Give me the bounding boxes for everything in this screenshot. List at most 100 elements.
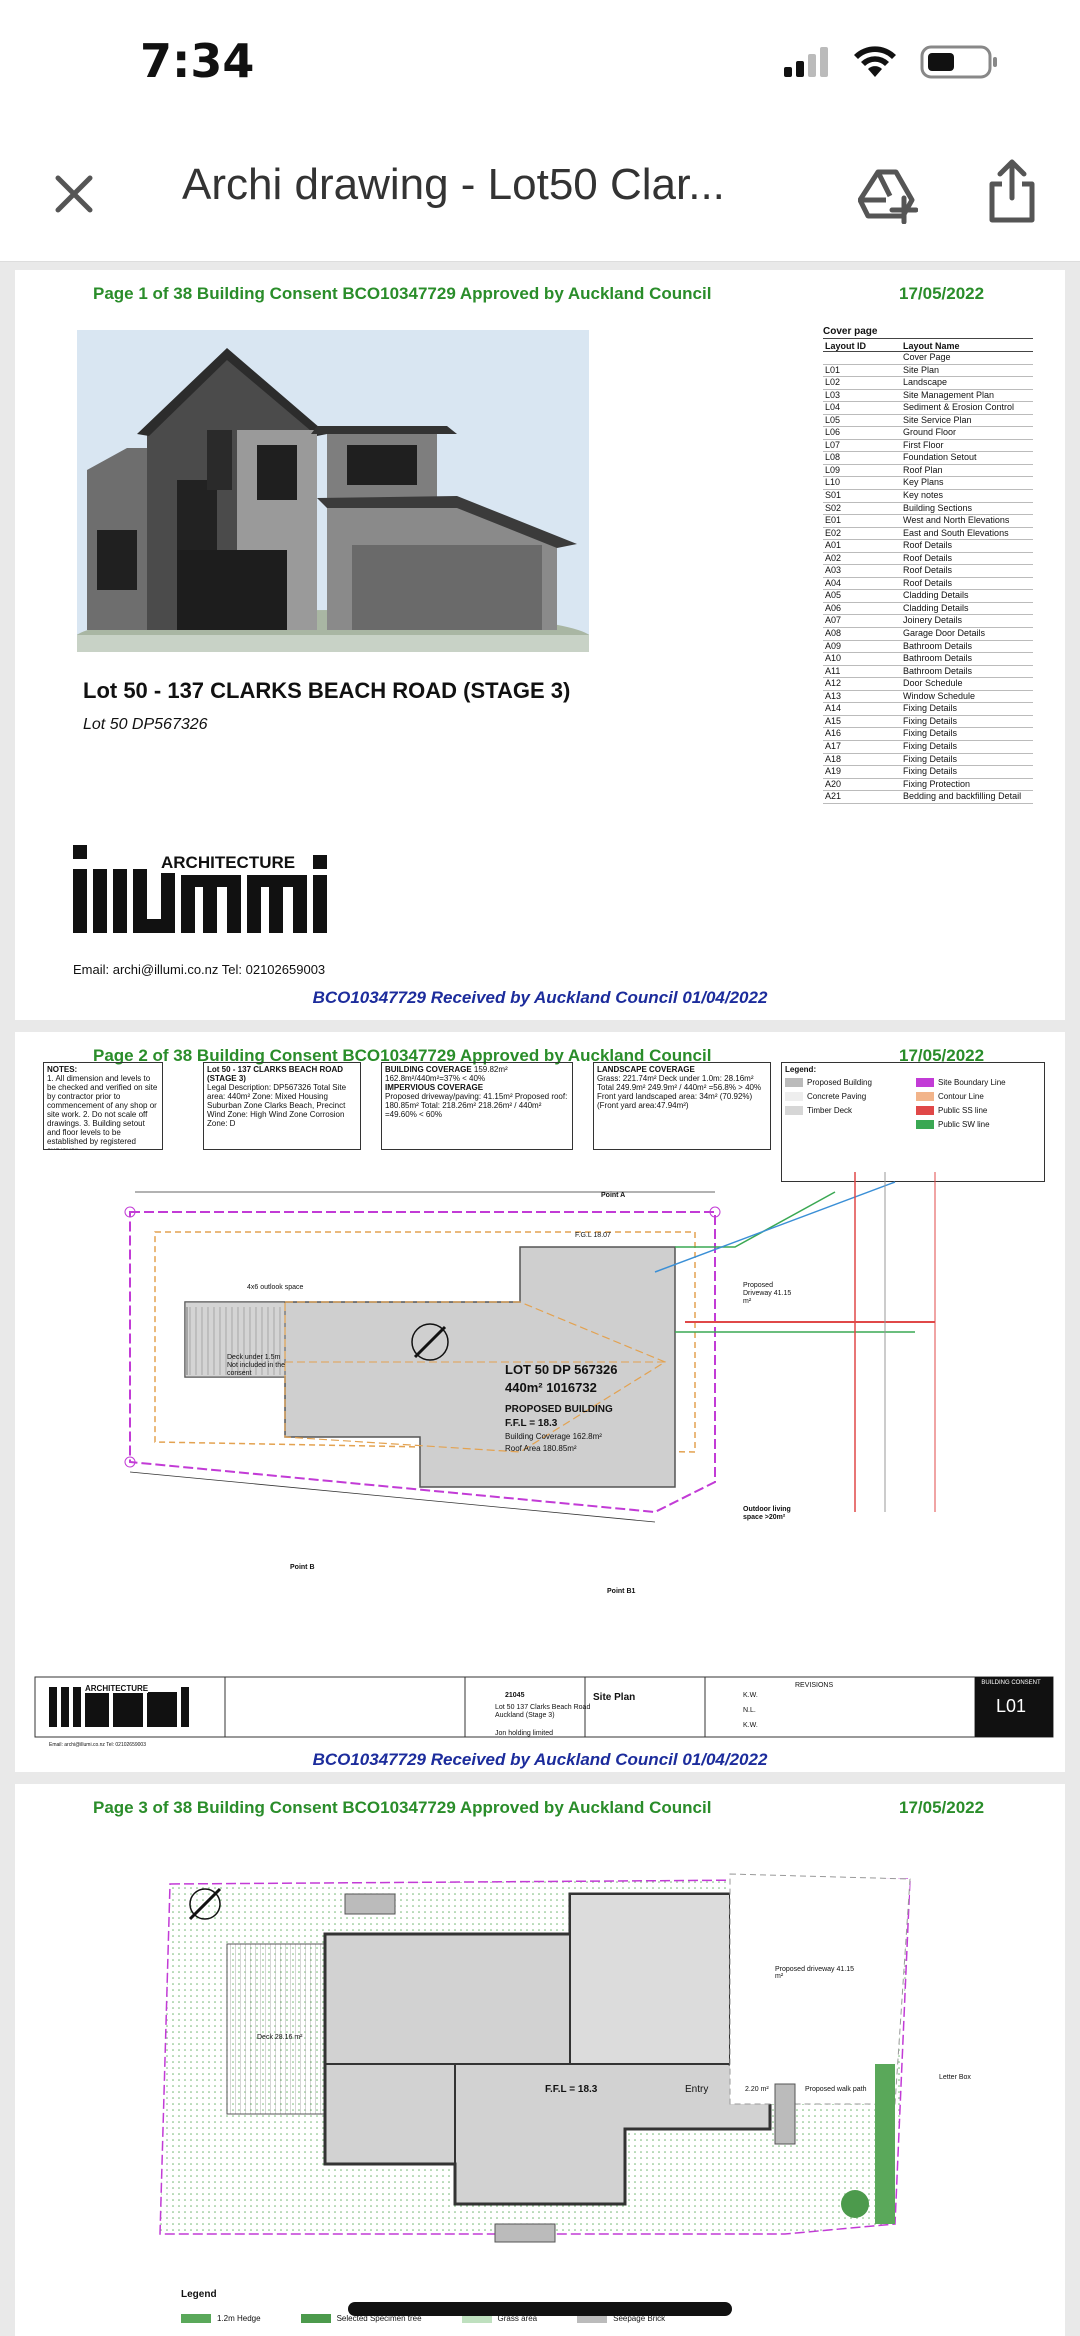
layout-id-cell: E01 [825, 515, 842, 526]
entry-label: Entry [685, 2084, 709, 2095]
layout-id-cell: A21 [825, 791, 842, 802]
layout-name-cell: Bathroom Details [903, 665, 973, 676]
layout-id-cell: L10 [825, 477, 841, 488]
landscape-plan-drawing [159, 1873, 911, 2243]
fgl-label: F.G.L 18.07 [575, 1232, 611, 1239]
layout-name-cell: Cladding Details [903, 590, 969, 601]
contact-email: Email: archi@illumi.co.nz Tel: 021026590… [73, 962, 326, 977]
layout-table-row: S02 Building Sections [823, 503, 1033, 516]
area-label: 440m² 1016732 [505, 1380, 597, 1395]
layout-id-cell: A20 [825, 778, 842, 789]
layout-name-cell: Sediment & Erosion Control [903, 402, 1015, 413]
logo-wordmark: ARCHITECTURE [159, 853, 298, 873]
layout-id-cell: A10 [825, 653, 842, 664]
layout-name-cell: Site Service Plan [903, 414, 972, 425]
lot-title: Lot 50 - 137 CLARKS BEACH ROAD (STAGE 3) [83, 678, 571, 703]
layout-name-cell: Fixing Details [903, 728, 958, 739]
signal-icon [784, 47, 828, 77]
layout-table-row: L02 Landscape [823, 377, 1033, 390]
checker: K.W. [743, 1722, 758, 1729]
layout-id-cell: A16 [825, 728, 842, 739]
layout-table-heading: Cover page [823, 326, 1033, 339]
layout-name-cell: Foundation Setout [903, 452, 977, 463]
legend-row: 1.2m Hedge Selected Specimen tree Grass … [181, 2314, 665, 2323]
layout-id-cell: L03 [825, 389, 841, 400]
layout-name-cell: Door Schedule [903, 678, 963, 689]
sheet-id: L01 [995, 1696, 1027, 1716]
coverage-box: BUILDING COVERAGE 159.82m² 162.8m²/440m²… [381, 1062, 573, 1150]
layout-id-cell: A05 [825, 590, 842, 601]
close-icon[interactable] [44, 164, 104, 224]
share-icon[interactable] [982, 158, 1042, 224]
page-date: 17/05/2022 [899, 284, 985, 303]
project-name: Lot 50 137 Clarks Beach Road Auckland (S… [495, 1704, 591, 1719]
lot-info-box: Lot 50 - 137 CLARKS BEACH ROAD (STAGE 3)… [203, 1062, 361, 1150]
layout-id-cell: L08 [825, 452, 841, 463]
area-label: 2.20 m² [745, 2086, 769, 2093]
add-to-drive-icon[interactable] [858, 164, 918, 224]
layout-name-cell: Fixing Details [903, 766, 958, 777]
outdoor-label: Outdoor living space >20m² [743, 1506, 791, 1521]
layout-id-cell: A06 [825, 602, 842, 613]
walkpath-label: Proposed walk path [805, 2086, 867, 2093]
layout-id-cell: A18 [825, 753, 842, 764]
status-time: 7:34 [140, 34, 255, 88]
point-b-label: Point B [290, 1564, 315, 1571]
layout-index-table: Cover page Layout ID Layout Name Cover P… [823, 326, 1033, 804]
document-viewer[interactable]: Page 1 of 38 Building Consent BCO1034772… [0, 262, 1080, 2336]
layout-name-cell: Fixing Details [903, 740, 958, 751]
notes-box: NOTES: 1. All dimension and levels to be… [43, 1062, 163, 1150]
layout-name-cell: Landscape [903, 377, 948, 388]
proposed-building-label: PROPOSED BUILDING [505, 1404, 613, 1415]
house-render-image [77, 330, 589, 652]
layout-name-cell: Bedding and backfilling Detail [903, 791, 1022, 802]
mini-logo [49, 1687, 189, 1727]
site-plan-drawing [34, 1172, 1054, 1738]
layout-table-row: L07 First Floor [823, 440, 1033, 453]
layout-id-cell: L07 [825, 439, 841, 450]
layout-id-cell: A07 [825, 615, 842, 626]
layout-name-cell: Ground Floor [903, 427, 957, 438]
layout-id-cell [823, 352, 903, 364]
layout-name-cell: Roof Details [903, 540, 953, 551]
layout-table-row: A05 Cladding Details [823, 590, 1033, 603]
layout-id-cell: S01 [825, 490, 842, 501]
layout-name-cell: Key Plans [903, 477, 944, 488]
layout-table-row: S01 Key notes [823, 490, 1033, 503]
legend-title: Legend [181, 2289, 217, 2300]
ffl-label: F.F.L = 18.3 [545, 2084, 598, 2095]
page-header: Page 3 of 38 Building Consent BCO1034772… [93, 1798, 984, 1818]
layout-name-cell: Fixing Details [903, 715, 958, 726]
home-indicator[interactable] [348, 2302, 732, 2316]
title-block-logo-text: ARCHITECTURE [85, 1684, 149, 1693]
layout-name-cell: First Floor [903, 439, 944, 450]
lot-label: LOT 50 DP 567326 [505, 1362, 618, 1377]
layout-name-cell: Key notes [903, 490, 944, 501]
received-stamp: BCO10347729 Received by Auckland Council… [312, 988, 768, 1007]
page-date: 17/05/2022 [899, 1798, 985, 1817]
layout-name-cell: Fixing Details [903, 703, 958, 714]
layout-name-cell: Roof Details [903, 565, 953, 576]
layout-name-cell: Fixing Protection [903, 778, 971, 789]
layout-name-cell: East and South Elevations [903, 527, 1009, 538]
received-stamp: BCO10347729 Received by Auckland Council… [312, 1750, 768, 1769]
legend-seepage: Seepage Brick [577, 2314, 665, 2323]
layout-id-cell: L02 [825, 377, 841, 388]
layout-name-cell: Cover Page [903, 352, 951, 362]
viewer-toolbar: Archi drawing - Lot50 Clar... [0, 130, 1080, 262]
